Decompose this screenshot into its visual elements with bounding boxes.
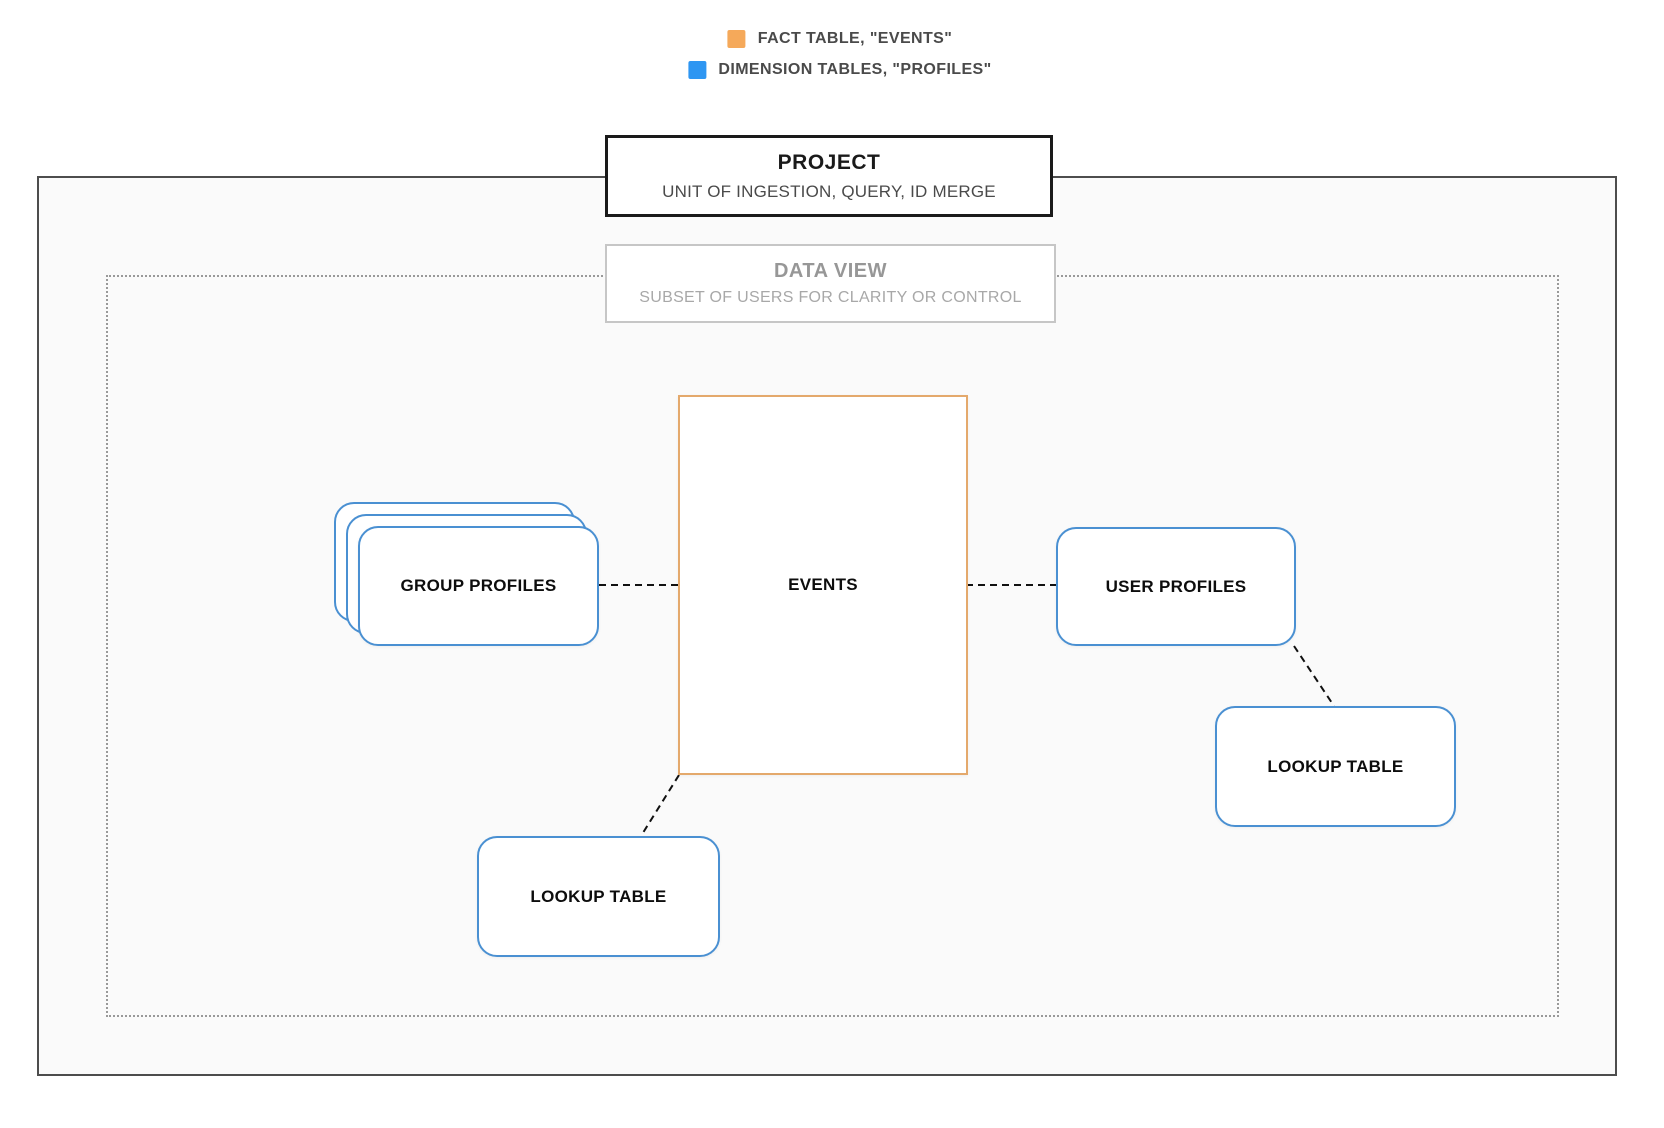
node-user-profiles: USER PROFILES (1056, 527, 1296, 646)
lookup-table-bottom-label: LOOKUP TABLE (530, 886, 667, 906)
connector-user-profiles-lookup-table-right (1293, 645, 1335, 707)
data-view-subtitle: SUBSET OF USERS FOR CLARITY OR CONTROL (639, 289, 1022, 306)
node-lookup-table-bottom: LOOKUP TABLE (477, 836, 720, 957)
group-profiles-label: GROUP PROFILES (400, 576, 557, 595)
fact-table-swatch-icon (727, 30, 746, 48)
project-header-box: PROJECT UNIT OF INGESTION, QUERY, ID MER… (605, 135, 1053, 217)
legend-item-dimension-tables: DIMENSION TABLES, "PROFILES" (688, 61, 991, 79)
events-label: EVENTS (788, 575, 858, 594)
data-view-header-box: DATA VIEW SUBSET OF USERS FOR CLARITY OR… (605, 244, 1056, 323)
lookup-table-right-label: LOOKUP TABLE (1267, 756, 1404, 776)
legend-label-fact-table: FACT TABLE, "EVENTS" (757, 30, 953, 47)
node-events: EVENTS (678, 395, 968, 775)
legend-item-fact-table: FACT TABLE, "EVENTS" (727, 30, 953, 48)
project-subtitle: UNIT OF INGESTION, QUERY, ID MERGE (662, 181, 996, 201)
legend: FACT TABLE, "EVENTS" DIMENSION TABLES, "… (688, 30, 991, 79)
data-view-title: DATA VIEW (773, 260, 887, 282)
node-lookup-table-right: LOOKUP TABLE (1215, 706, 1456, 827)
dimension-tables-swatch-icon (688, 61, 707, 79)
legend-label-dimension-tables: DIMENSION TABLES, "PROFILES" (718, 61, 992, 78)
project-title: PROJECT (777, 150, 881, 174)
node-group-profiles: GROUP PROFILES (358, 526, 599, 646)
user-profiles-label: USER PROFILES (1105, 576, 1247, 596)
connector-events-lookup-table-bottom (640, 774, 680, 837)
